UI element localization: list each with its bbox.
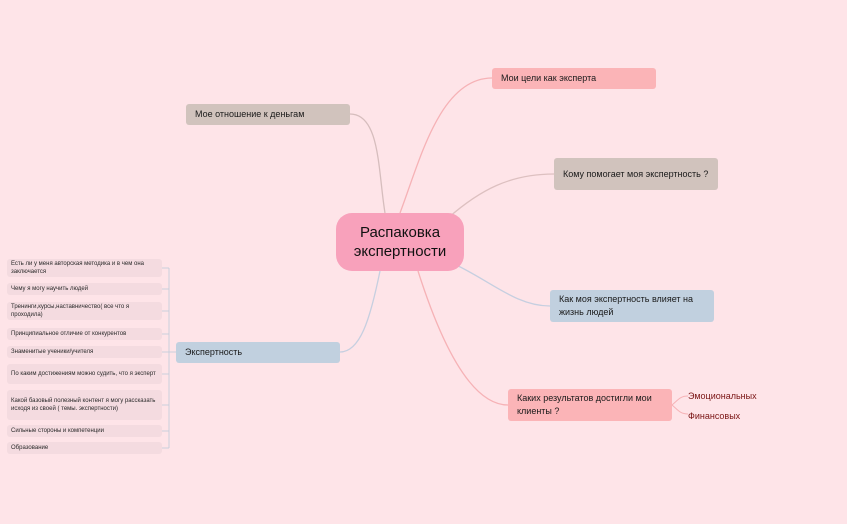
link-emo [671, 395, 689, 406]
expertise-bracket [162, 267, 176, 449]
expertise-child-education[interactable]: Образование [7, 442, 162, 454]
link-results [417, 270, 509, 406]
leaf-label: Какой базовый полезный контент я могу ра… [11, 398, 156, 412]
expertise-child-achievements[interactable]: По каким достижениям можно судить, что я… [7, 364, 162, 384]
leaf-label: Тренинги,курсы,наставничество( все что я… [11, 304, 130, 318]
root-node[interactable]: Распаковка экспертности [336, 213, 464, 271]
link-goals [399, 77, 493, 214]
link-fin [671, 404, 689, 415]
branch-goals[interactable]: Мои цели как эксперта [492, 68, 656, 89]
expertise-child-trainings[interactable]: Тренинги,курсы,наставничество( все что я… [7, 302, 162, 320]
link-money [349, 113, 386, 214]
results-child-financial[interactable]: Финансовых [688, 411, 741, 421]
leaf-label: Знаменитые ученики/учителя [11, 349, 94, 355]
branch-help[interactable]: Кому помогает моя экспертность ? [554, 158, 718, 190]
branch-goals-label: Мои цели как эксперта [501, 73, 597, 83]
leaf-label: Принципиальное отличие от конкурентов [11, 331, 127, 337]
expertise-child-teach[interactable]: Чему я могу научить людей [7, 283, 162, 295]
branch-money[interactable]: Мое отношение к деньгам [186, 104, 350, 125]
expertise-child-strengths[interactable]: Сильные стороны и компетенции [7, 425, 162, 437]
root-label: Распаковка экспертности [353, 224, 447, 260]
branch-money-label: Мое отношение к деньгам [195, 109, 305, 119]
link-impact [449, 261, 551, 307]
results-child-emotional[interactable]: Эмоциональных [688, 391, 757, 401]
leaf-label: Чему я могу научить людей [11, 286, 89, 292]
branch-results[interactable]: Каких результатов достигли мои клиенты ? [508, 389, 672, 421]
expertise-child-famous[interactable]: Знаменитые ученики/учителя [7, 346, 162, 358]
branch-results-label: Каких результатов достигли мои клиенты ? [517, 393, 652, 416]
link-expertise [339, 270, 381, 353]
branch-expertise-label: Экспертность [185, 347, 243, 357]
expertise-child-content[interactable]: Какой базовый полезный контент я могу ра… [7, 390, 162, 420]
link-help [447, 173, 555, 219]
expertise-child-difference[interactable]: Принципиальное отличие от конкурентов [7, 328, 162, 340]
leaf-label: Сильные стороны и компетенции [11, 428, 104, 434]
branch-impact[interactable]: Как моя экспертность влияет на жизнь люд… [550, 290, 714, 322]
expertise-child-method[interactable]: Есть ли у меня авторская методика и в че… [7, 259, 162, 277]
leaf-label: Есть ли у меня авторская методика и в че… [11, 261, 144, 275]
leaf-label: По каким достижениям можно судить, что я… [11, 371, 156, 377]
branch-expertise[interactable]: Экспертность [176, 342, 340, 363]
leaf-label: Образование [11, 445, 49, 451]
branch-impact-label: Как моя экспертность влияет на жизнь люд… [559, 294, 694, 317]
branch-help-label: Кому помогает моя экспертность ? [563, 168, 709, 179]
